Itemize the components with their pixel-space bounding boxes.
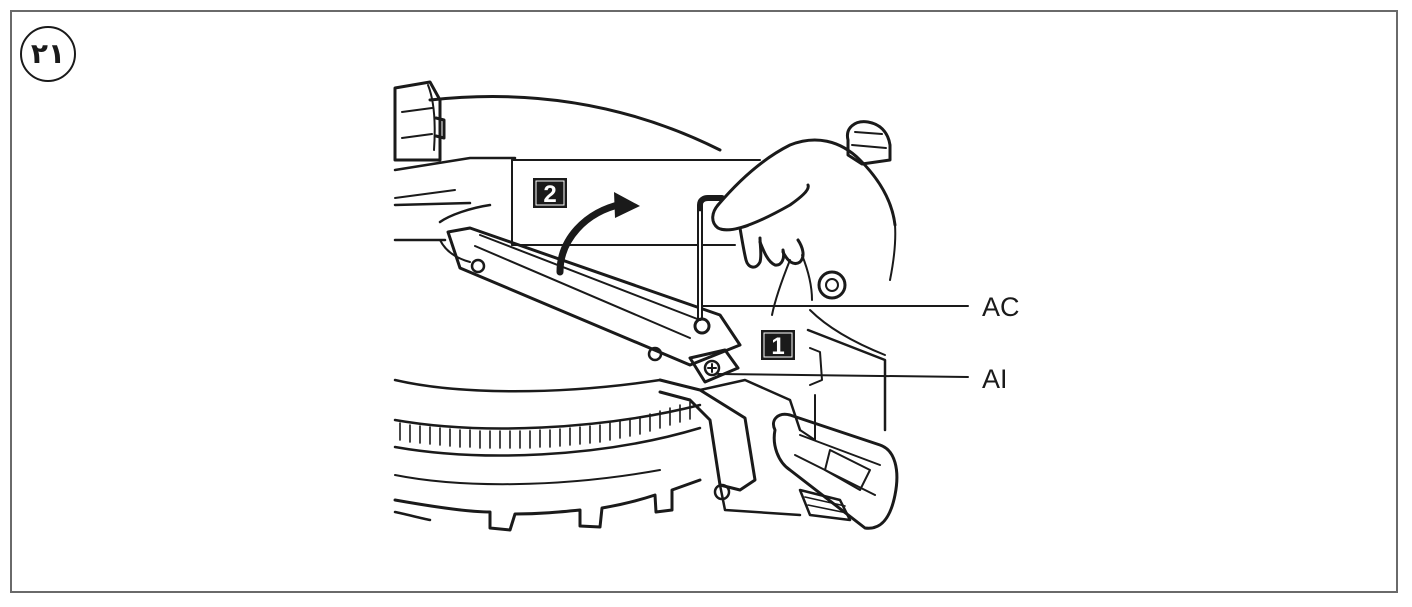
upper-knob (845, 120, 892, 166)
side-nut (817, 270, 847, 300)
base-scalloped-edge (393, 478, 702, 532)
leader-ai (717, 373, 969, 378)
motor-housing (393, 80, 442, 162)
miter-scale-ticks (399, 401, 691, 449)
allen-key-top (697, 195, 725, 215)
blade-guard-arc (428, 95, 722, 152)
finger-3 (781, 238, 805, 266)
step-2-number: 2 (543, 181, 556, 208)
step-1-badge: 1 (761, 330, 795, 360)
lock-handle (772, 412, 899, 530)
figure-number-badge: ٢١ (20, 26, 76, 82)
finger-1 (738, 226, 763, 269)
figure-frame (10, 10, 1398, 593)
rotation-arrowhead (614, 192, 640, 218)
hand-outline (716, 138, 897, 227)
step-1-number: 1 (771, 333, 784, 360)
rotation-arrow (556, 200, 626, 276)
callout-label-ai: AI (982, 364, 1008, 394)
adjusting-screw-ac (693, 317, 711, 335)
screw-mid (647, 346, 663, 362)
step-2-badge: 2 (533, 178, 567, 208)
screw-left (470, 258, 486, 274)
kerf-plate (446, 226, 742, 367)
locking-screw (688, 348, 740, 384)
callout-label-ac: AC (982, 292, 1020, 322)
finger-2 (758, 240, 786, 267)
